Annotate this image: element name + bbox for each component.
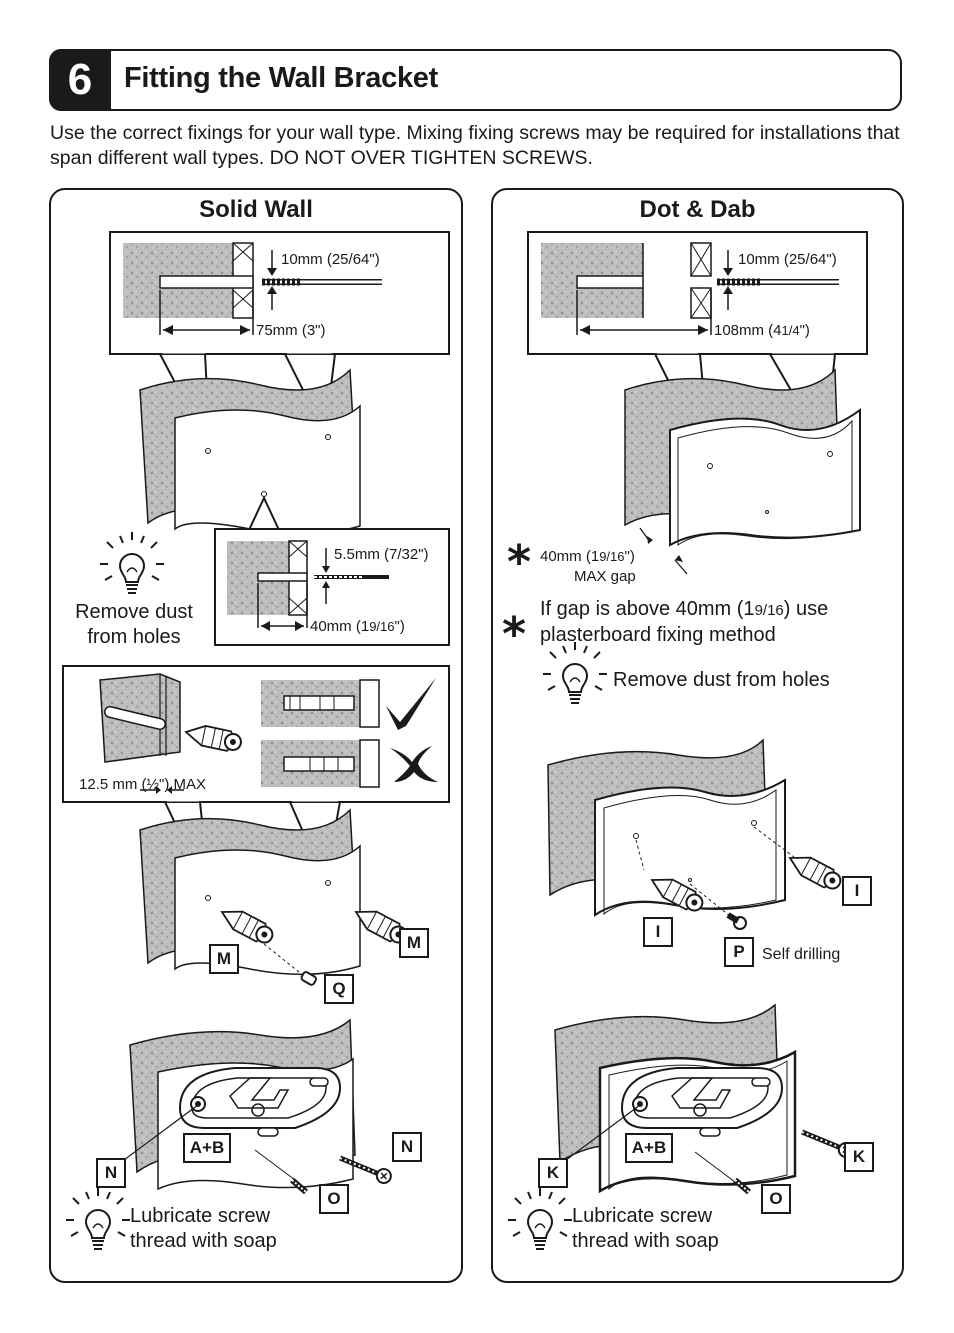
solid-small-depth-label: 40mm (19/16")	[310, 618, 405, 635]
part-label-p: P	[724, 937, 754, 967]
dot-dab-title: Dot & Dab	[639, 196, 756, 223]
svg-text:*: *	[507, 535, 531, 589]
plug-max-depth-label: 12.5 mm (½") MAX	[79, 776, 207, 793]
part-label-k: K	[844, 1142, 874, 1172]
part-label-i: I	[842, 876, 872, 906]
part-label-ab: A+B	[625, 1133, 673, 1163]
solid-lubricate-tip: Lubricate screw thread with soap	[130, 1205, 277, 1252]
part-label-k: K	[538, 1158, 568, 1188]
max-gap-label: 40mm (19/16")	[540, 548, 635, 565]
max-gap-sub-label: MAX gap	[574, 568, 636, 585]
part-label-q: Q	[324, 974, 354, 1004]
part-label-n: N	[96, 1158, 126, 1188]
dab-drill-bit-label: 10mm (25/64")	[738, 251, 837, 268]
solid-remove-dust-tip: Remove dust from holes	[75, 601, 193, 648]
solid-wall-panel	[49, 188, 463, 1283]
intro-text: Use the correct fixings for your wall ty…	[50, 122, 900, 169]
part-label-o: O	[761, 1184, 791, 1214]
part-label-ab: A+B	[183, 1133, 231, 1163]
page-title: Fitting the Wall Bracket	[124, 62, 438, 94]
solid-depth-label: 75mm (3")	[256, 322, 326, 339]
solid-small-drill-label: 5.5mm (7/32")	[334, 546, 429, 563]
part-label-n: N	[392, 1132, 422, 1162]
step-number-badge: 6	[49, 49, 111, 111]
part-label-o: O	[319, 1184, 349, 1214]
part-label-m: M	[209, 944, 239, 974]
svg-text:*: *	[502, 607, 526, 661]
gap-warning-note: If gap is above 40mm (19/16) use plaster…	[540, 598, 829, 646]
dab-depth-label: 108mm (41/4")	[714, 322, 810, 339]
part-label-i: I	[643, 917, 673, 947]
dot-dab-panel	[491, 188, 904, 1283]
self-drilling-label: Self drilling	[762, 946, 841, 963]
solid-drill-bit-label: 10mm (25/64")	[281, 251, 380, 268]
dab-lubricate-tip: Lubricate screw thread with soap	[572, 1205, 719, 1252]
part-label-m: M	[399, 928, 429, 958]
dab-remove-dust-tip: Remove dust from holes	[613, 669, 830, 691]
solid-wall-title: Solid Wall	[199, 196, 313, 223]
